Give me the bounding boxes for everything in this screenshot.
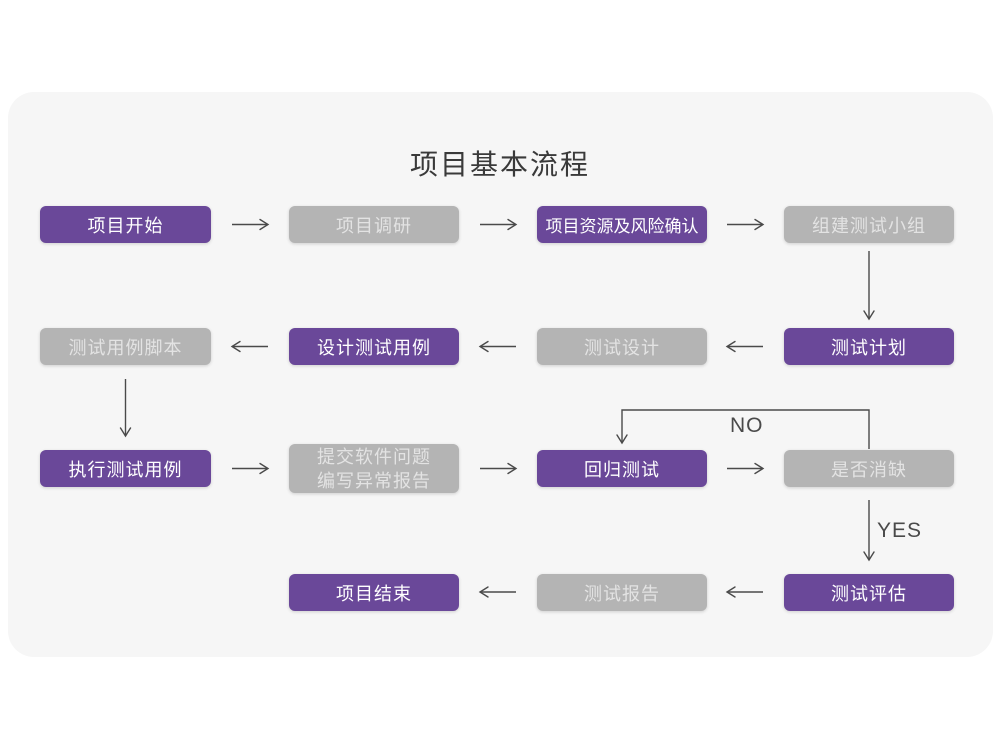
submit-issues-line2: 编写异常报告 <box>317 470 431 491</box>
flow-node-resource-risk: 项目资源及风险确认 <box>537 206 707 243</box>
flow-node-design-cases: 设计测试用例 <box>289 328 459 365</box>
flow-node-project-end: 项目结束 <box>289 574 459 611</box>
flow-node-test-plan: 测试计划 <box>784 328 954 365</box>
page-title: 项目基本流程 <box>409 149 590 180</box>
flow-node-test-report: 测试报告 <box>537 574 707 611</box>
flow-node-test-design: 测试设计 <box>537 328 707 365</box>
flow-node-test-evaluate: 测试评估 <box>784 574 954 611</box>
flow-node-regression-test: 回归测试 <box>537 450 707 487</box>
flow-node-submit-issues: 提交软件问题 编写异常报告 <box>289 444 459 493</box>
flow-node-build-team: 组建测试小组 <box>784 206 954 243</box>
flow-node-defect-cleared: 是否消缺 <box>784 450 954 487</box>
flow-node-execute-cases: 执行测试用例 <box>40 450 211 487</box>
no-branch-label: NO <box>730 414 764 437</box>
flow-node-project-research: 项目调研 <box>289 206 459 243</box>
flowchart-card <box>8 92 993 657</box>
flow-node-case-script: 测试用例脚本 <box>40 328 211 365</box>
submit-issues-line1: 提交软件问题 <box>317 446 431 467</box>
yes-branch-label: YES <box>877 519 923 542</box>
flow-node-project-start: 项目开始 <box>40 206 211 243</box>
